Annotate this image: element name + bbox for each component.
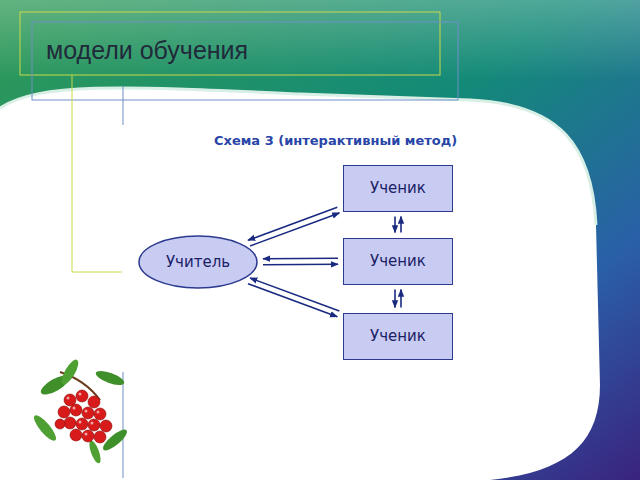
scheme-caption: Схема 3 (интерактивный метод) (214, 133, 457, 148)
node-text-group: Ученик (370, 179, 426, 197)
double-arrow (395, 290, 401, 308)
double-arrow (248, 207, 339, 246)
node-text-group: Ученик (370, 327, 426, 345)
frame-line (123, 372, 124, 478)
node-text: Ученик (370, 327, 426, 345)
node-text: Учитель (166, 253, 230, 271)
double-arrow (263, 258, 338, 264)
frame-line (20, 12, 440, 75)
arrow-line (248, 284, 337, 317)
arrow-line (250, 213, 339, 246)
arrow-line (400, 217, 402, 233)
top-shine (0, 0, 640, 80)
double-arrow (248, 278, 339, 317)
label-group: Схема 3 (интерактивный метод) (214, 133, 457, 148)
arrow-line (394, 217, 396, 233)
white-panel (0, 88, 600, 480)
node-text: Ученик (370, 252, 426, 270)
slide-title: модели обучения (46, 36, 248, 65)
node-text-group: Учитель (166, 253, 230, 271)
arrow-line (250, 278, 339, 311)
teacher-ellipse: Учитель (138, 235, 258, 289)
student-box: Ученик (343, 238, 453, 285)
node-text-group: Ученик (370, 252, 426, 270)
ellipse-shape (139, 236, 257, 288)
student-box: Ученик (343, 313, 453, 360)
frame-line (72, 75, 73, 272)
student-box: Ученик (343, 165, 453, 212)
double-arrow (395, 217, 401, 233)
panel-edge (0, 88, 596, 225)
arrow-line (248, 207, 337, 240)
rowan-illustration (31, 357, 130, 464)
frame-line (32, 22, 458, 100)
arrow-line (400, 290, 402, 308)
arrow-line (394, 290, 396, 308)
arrow-line (263, 257, 338, 259)
frame-line (123, 86, 124, 125)
frame-line (72, 272, 122, 273)
arrow-line (263, 263, 338, 265)
node-text: Ученик (370, 179, 426, 197)
